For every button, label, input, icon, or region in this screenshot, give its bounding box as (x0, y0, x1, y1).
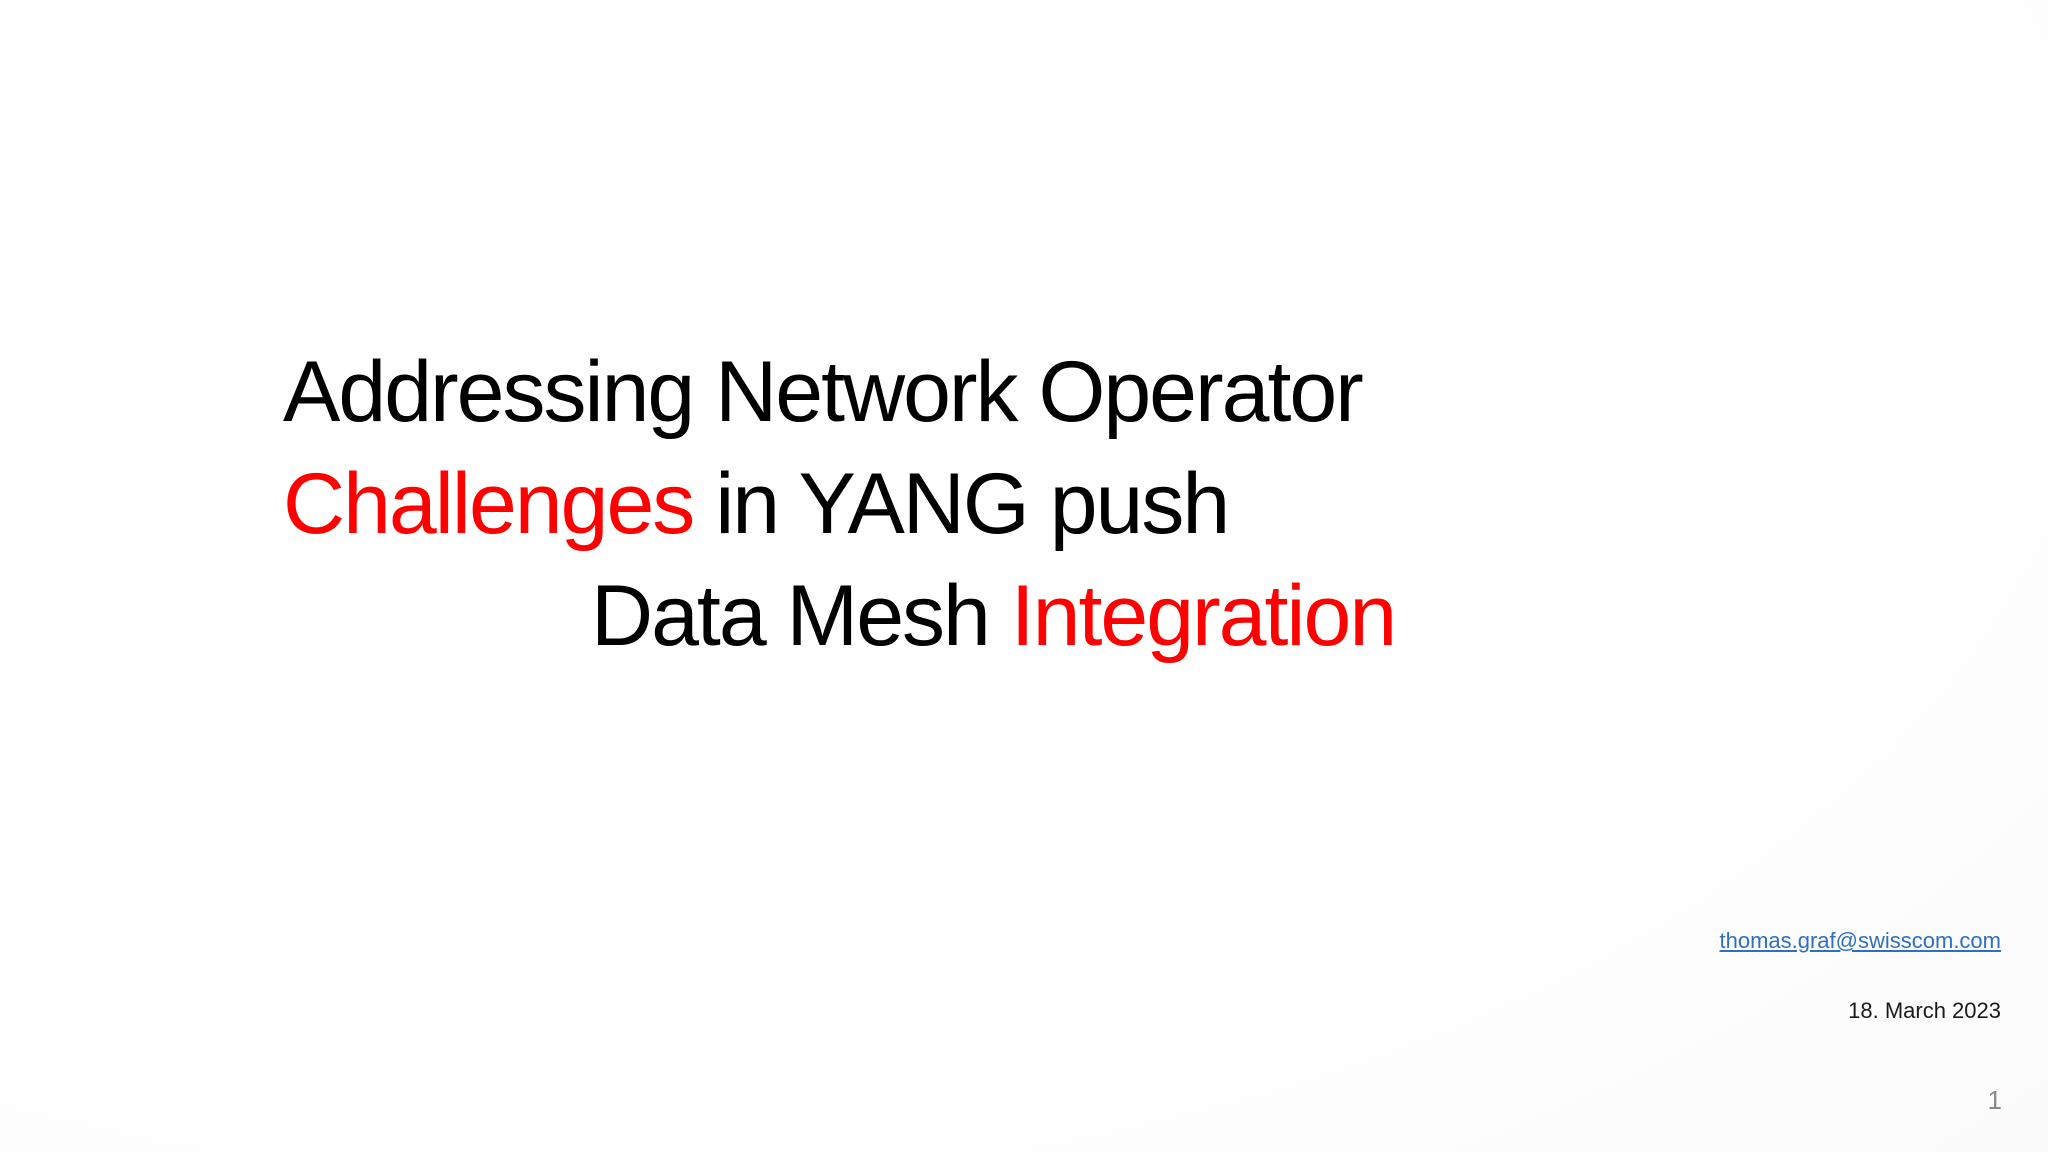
title-accent-challenges: Challenges (283, 456, 695, 552)
title-line-3-plain: Data Mesh (591, 568, 1011, 664)
presentation-date: 18. March 2023 (1848, 998, 2001, 1023)
title-line-2-rest: in YANG push (693, 456, 1230, 552)
email-link[interactable]: thomas.graf@swisscom.com (1719, 928, 2001, 953)
page-number: 1 (1987, 1085, 2002, 1115)
title-line-1: Addressing Network Operator (283, 344, 1364, 440)
title-line-3: Data Mesh Integration (283, 560, 1683, 672)
title-accent-integration: Integration (1010, 568, 1397, 664)
title-line-2: Challenges in YANG push (283, 448, 1683, 560)
slide-title: Addressing Network Operator Challenges i… (283, 336, 1683, 672)
